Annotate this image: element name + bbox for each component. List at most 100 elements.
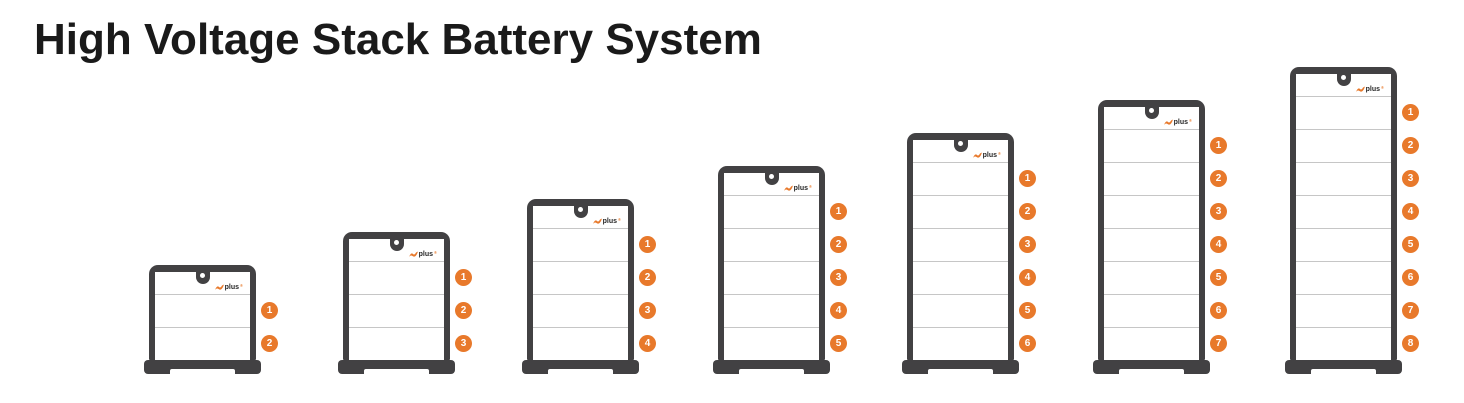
- module-number-badge: 3: [1210, 203, 1227, 220]
- brand-registered-mark: ®: [618, 217, 621, 222]
- brand-logo: plus ®: [783, 185, 812, 192]
- battery-module: [1104, 327, 1199, 360]
- badge-slot: 6: [1402, 261, 1419, 294]
- handle-tab: [573, 205, 588, 218]
- battery-module: [533, 294, 628, 327]
- battery-module: [349, 294, 444, 327]
- brand-logo-text: plus: [602, 218, 618, 225]
- battery-head-section: plus ®: [155, 271, 250, 294]
- badge-slot: 5: [830, 327, 847, 360]
- battery-module: [724, 327, 819, 360]
- battery-stack-body: plus ®: [1290, 67, 1397, 360]
- module-number-badge: 8: [1402, 335, 1419, 352]
- module-number-badge: 3: [1019, 236, 1036, 253]
- badge-slot: 3: [1402, 162, 1419, 195]
- badge-slot: 6: [1210, 294, 1227, 327]
- handle-tab: [764, 172, 779, 185]
- badge-slot: 5: [1019, 294, 1036, 327]
- badge-slot: 3: [1019, 228, 1036, 261]
- badge-slot: 8: [1402, 327, 1419, 360]
- battery-module: [349, 327, 444, 360]
- handle-hole-icon: [1341, 75, 1346, 80]
- badge-slot: 2: [455, 294, 472, 327]
- page-title: High Voltage Stack Battery System: [34, 15, 762, 64]
- brand-registered-mark: ®: [998, 151, 1001, 156]
- module-number-badge: 1: [1019, 170, 1036, 187]
- module-number-badge: 5: [1210, 269, 1227, 286]
- badge-slot: 4: [639, 327, 656, 360]
- brand-swoosh-icon: [972, 152, 982, 158]
- badge-slot: 2: [1019, 195, 1036, 228]
- handle-tab: [1144, 106, 1159, 119]
- brand-registered-mark: ®: [240, 283, 243, 288]
- module-number-badge: 1: [455, 269, 472, 286]
- battery-head-section: plus ®: [913, 139, 1008, 162]
- battery-head-section: plus ®: [533, 205, 628, 228]
- battery-module: [1296, 162, 1391, 195]
- badge-slot: 2: [639, 261, 656, 294]
- battery-module: [913, 228, 1008, 261]
- badge-slot: 3: [455, 327, 472, 360]
- badge-slot: 7: [1210, 327, 1227, 360]
- battery-module: [724, 228, 819, 261]
- battery-module: [1296, 261, 1391, 294]
- module-number-badge: 2: [455, 302, 472, 319]
- battery-stack-body: plus ®: [343, 232, 450, 360]
- battery-module: [1296, 96, 1391, 129]
- battery-module: [724, 261, 819, 294]
- badge-slot: 2: [261, 327, 278, 360]
- brand-logo: plus ®: [592, 217, 621, 225]
- battery-stack-unit-stack-of-3: plus ® 1 2 3: [338, 232, 472, 375]
- badge-slot: 1: [1402, 96, 1419, 129]
- battery-module: [1296, 195, 1391, 228]
- handle-hole-icon: [769, 174, 774, 179]
- battery-module: [1296, 294, 1391, 327]
- module-badge-column: 1 2 3: [455, 261, 472, 360]
- battery-module: [1104, 261, 1199, 294]
- brand-registered-mark: ®: [1189, 118, 1192, 123]
- badge-slot: 1: [1210, 129, 1227, 162]
- battery-module: [1296, 228, 1391, 261]
- module-number-badge: 1: [830, 203, 847, 220]
- badge-slot: 5: [1210, 261, 1227, 294]
- battery-base: [338, 360, 455, 375]
- brand-logo-text: plus: [1365, 86, 1381, 93]
- battery-module: [1296, 327, 1391, 360]
- battery-stack-body: plus ®: [149, 265, 256, 360]
- brand-swoosh-icon: [1355, 86, 1365, 92]
- brand-registered-mark: ®: [434, 250, 437, 255]
- battery-module: [533, 228, 628, 261]
- battery-module: [1104, 228, 1199, 261]
- brand-logo-text: plus: [224, 284, 240, 291]
- brand-logo-text: plus: [982, 152, 998, 159]
- module-number-badge: 3: [830, 269, 847, 286]
- base-notch: [1311, 369, 1376, 375]
- battery-head-section: plus ®: [1296, 73, 1391, 96]
- badge-slot: 4: [1210, 228, 1227, 261]
- handle-hole-icon: [958, 141, 963, 146]
- module-number-badge: 7: [1402, 302, 1419, 319]
- brand-swoosh-icon: [214, 284, 224, 290]
- battery-head-section: plus ®: [349, 238, 444, 261]
- badge-slot: 2: [1402, 129, 1419, 162]
- battery-module: [913, 294, 1008, 327]
- badge-slot: 1: [639, 228, 656, 261]
- battery-base: [1285, 360, 1402, 375]
- brand-logo-text: plus: [418, 251, 434, 258]
- brand-swoosh-icon: [783, 185, 793, 191]
- badge-slot: 1: [455, 261, 472, 294]
- brand-logo: plus ®: [408, 250, 437, 258]
- battery-head-section: plus ®: [1104, 106, 1199, 129]
- module-number-badge: 7: [1210, 335, 1227, 352]
- battery-stack-body: plus ®: [718, 166, 825, 360]
- module-number-badge: 4: [1210, 236, 1227, 253]
- handle-tab: [1336, 73, 1351, 86]
- badge-slot: 6: [1019, 327, 1036, 360]
- base-notch: [170, 369, 235, 375]
